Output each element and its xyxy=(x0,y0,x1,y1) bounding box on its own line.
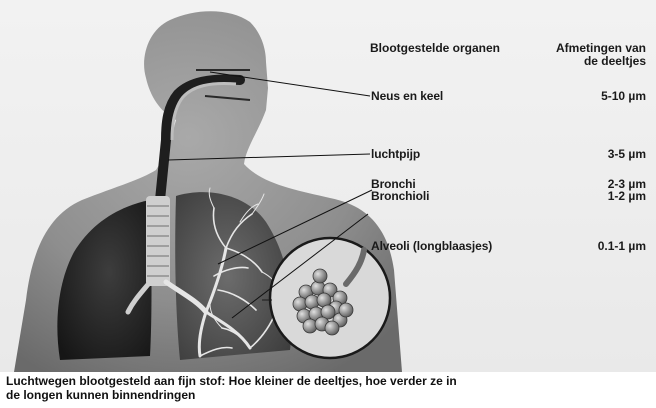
size-label-trachea: 3-5 µm xyxy=(608,148,646,161)
organ-label-alveoli: Alveoli (longblaasjes) xyxy=(371,240,492,253)
organ-label-bronchioles: Bronchioli xyxy=(371,190,429,203)
size-label-bronchioles: 1-2 µm xyxy=(608,190,646,203)
size-label-nose-throat: 5-10 µm xyxy=(601,90,646,103)
alveolus xyxy=(325,321,339,335)
header-particle-sizes: Afmetingen van de deeltjes xyxy=(556,42,646,68)
caption-line-2: de longen kunnen binnendringen xyxy=(6,388,606,402)
trachea xyxy=(146,196,170,286)
alveolus xyxy=(339,303,353,317)
organ-label-trachea: luchtpijp xyxy=(371,148,420,161)
figure-caption: Luchtwegen blootgesteld aan fijn stof: H… xyxy=(6,374,606,402)
organ-label-nose-throat: Neus en keel xyxy=(371,90,443,103)
header-exposed-organs: Blootgestelde organen xyxy=(370,42,500,55)
header-sizes-line2: de deeltjes xyxy=(556,55,646,68)
size-label-alveoli: 0.1-1 µm xyxy=(598,240,646,253)
alveolus xyxy=(313,269,327,283)
caption-line-1: Luchtwegen blootgesteld aan fijn stof: H… xyxy=(6,374,606,388)
